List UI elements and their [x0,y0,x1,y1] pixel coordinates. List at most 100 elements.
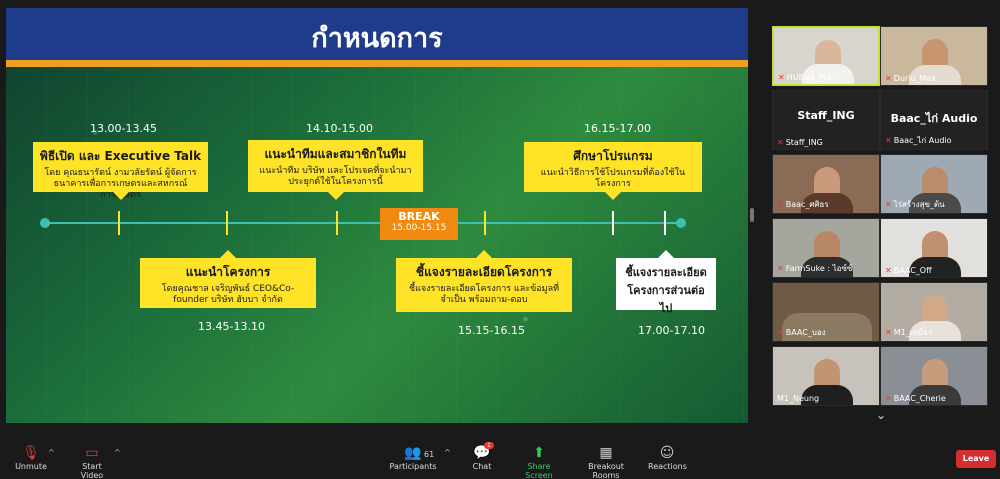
start-video-button[interactable]: ▭ Start Video [70,444,114,479]
agenda-box-desc: แนะนำวิธีการใช้โปรแกรมที่ต้องใช้ในโครงกา… [540,168,686,189]
breakout-rooms-button[interactable]: ▦ Breakout Rooms [576,444,636,479]
chat-label: Chat [472,462,492,471]
person-body [909,65,961,85]
unmute-button[interactable]: 🎙 Unmute [14,444,48,471]
reactions-button[interactable]: ☺ Reactions [648,444,687,471]
time-label: 16.15-17.00 [584,122,651,135]
participant-tile[interactable]: ✕BAAC_Off [880,218,988,278]
timeline-tick [118,211,120,235]
break-label: BREAK [398,210,440,223]
leave-button[interactable]: Leave [956,450,996,468]
participant-name: ✕Staff_ING [777,138,823,147]
mic-muted-icon: ✕ [885,394,892,403]
mic-off-icon: 🎙 [22,445,40,461]
room-interior [782,313,872,341]
shared-screen: กำหนดการ 13.00-13.45 14.10-15.00 16.15-1… [6,8,748,423]
agenda-box-title: แนะนำโครงการ [185,265,271,279]
participant-name-large: Baac_ไก่ Audio [890,112,978,125]
timeline-line [44,222,684,224]
participant-name: ✕Baac_ศศิธร [777,200,829,209]
chevron-up-icon[interactable]: ^ [114,448,121,457]
agenda-box-title: พิธีเปิด และ Executive Talk [39,149,202,163]
breakout-rooms-icon: ▦ [599,445,613,461]
people-icon: 👥 [404,445,422,461]
mic-muted-icon: ✕ [885,266,892,275]
chevron-up-icon[interactable]: ^ [444,448,451,457]
person-body [909,385,961,405]
participant-tile[interactable]: M1_Neung [772,346,880,406]
chevron-up-icon[interactable]: ^ [48,448,55,457]
chat-button[interactable]: 💬 1 Chat [470,442,494,471]
participant-tile[interactable]: ✕Baac_ศศิธร [772,154,880,214]
participant-name: M1_Neung [777,394,820,403]
participant-tile[interactable]: ✕Durio_Max [880,26,988,86]
slide-stripe [6,60,748,67]
agenda-box-team-intro: แนะนำทีมและสมาชิกในทีม แนะนำทีม บริษัท แ… [248,140,423,200]
agenda-box-title: แนะนำทีมและสมาชิกในทีม [264,147,407,161]
unmute-label: Unmute [15,462,47,471]
slide-header: กำหนดการ [6,8,748,60]
agenda-box-project-details: ชี้แจงรายละเอียดโครงการ ชี้แจงรายละเอียด… [396,250,572,312]
timeline-tick [484,211,486,235]
person-body [801,385,853,405]
participant-name: ✕BAAC_Cherie [885,394,946,403]
split-resize-handle[interactable] [750,208,754,222]
chevron-down-icon[interactable]: ⌄ [875,408,887,422]
chat-icon: 💬 [473,445,491,461]
person-body [801,257,853,277]
slide-background [6,8,748,423]
participant-tile[interactable]: ✕BAAC_บอง [772,282,880,342]
participant-name: ✕Baac_ไก่ Audio [885,136,952,145]
participant-tile[interactable]: ✕FarmSuke : ไอซ์ซ์ [772,218,880,278]
mic-muted-icon: ✕ [885,200,892,209]
agenda-box-title: ชี้แจงรายละเอียด โครงการส่วนต่อไป [625,266,707,315]
person-body [909,321,961,341]
timeline-tick [226,211,228,235]
person-body [909,257,961,277]
mic-muted-icon: ✕ [777,264,784,273]
mic-muted-icon: ✕ [777,138,784,147]
break-box: BREAK 15.00-15.15 [380,208,458,240]
agenda-box-next-phase: ชี้แจงรายละเอียด โครงการส่วนต่อไป [616,250,716,315]
agenda-box-project-intro: แนะนำโครงการ โดยคุณชาล เจริญพันธ์ CEO&Co… [140,250,316,308]
participants-count: 61 [424,450,435,459]
timeline-tick [336,211,338,235]
timeline-tick [664,211,666,235]
participant-tile[interactable]: ✕BAAC_Cherie [880,346,988,406]
participant-name-large: Staff_ING [797,109,855,122]
person-body [801,193,853,213]
participant-name: ✕Durio_Max [885,74,936,83]
mic-muted-icon: ✕ [885,136,892,145]
agenda-box-program-study: ศึกษาโปรแกรม แนะนำวิธีการใช้โปรแกรมที่ต้… [524,142,702,200]
emoji-icon: ☺ [659,445,675,461]
share-screen-label: Share Screen [525,462,553,479]
mic-muted-icon: ✕ [885,328,892,337]
participant-name: ✕HUBBA_Mai [778,73,834,82]
participant-tile[interactable]: Staff_ING ✕Staff_ING [772,90,880,150]
participant-tile[interactable]: ✕ไร่สร้างสุข_ต้น [880,154,988,214]
agenda-box-desc: ชี้แจงรายละเอียดโครงการ และข้อมูลที่จำเป… [408,284,560,305]
participant-name: ✕BAAC_บอง [777,328,826,337]
agenda-box-desc: โดยคุณชาล เจริญพันธ์ CEO&Co-founder บริษ… [161,284,295,305]
timeline-end-dot [676,218,686,228]
participant-name: ✕M1_เหมียว [885,328,933,337]
participant-name: ✕FarmSuke : ไอซ์ซ์ [777,264,853,273]
break-time: 15.00-15.15 [391,223,447,233]
agenda-box-desc: แนะนำทีม บริษัท และโปรเจคที่จะนำมาประยุก… [259,166,412,187]
breakout-rooms-label: Breakout Rooms [588,462,624,479]
meeting-toolbar: 🎙 Unmute ^ ▭ Start Video ^ 👥 61 Particip… [0,440,1000,479]
timeline-start-dot [40,218,50,228]
participant-tile[interactable]: ✕HUBBA_Mai [772,26,880,86]
video-off-icon: ▭ [85,445,99,461]
participant-tile[interactable]: ✕M1_เหมียว [880,282,988,342]
share-screen-icon: ⬆ [533,445,545,461]
time-label: 14.10-15.00 [306,122,373,135]
participants-label: Participants [389,462,437,471]
share-screen-button[interactable]: ⬆ Share Screen [514,444,564,479]
participants-button[interactable]: 👥 61 Participants [388,444,438,471]
mic-muted-icon: ✕ [777,200,784,209]
start-video-label: Start Video [80,462,104,479]
agenda-box-title: ชี้แจงรายละเอียดโครงการ [415,265,553,279]
participant-tile[interactable]: Baac_ไก่ Audio ✕Baac_ไก่ Audio [880,90,988,150]
participant-name: ✕ไร่สร้างสุข_ต้น [885,200,945,209]
